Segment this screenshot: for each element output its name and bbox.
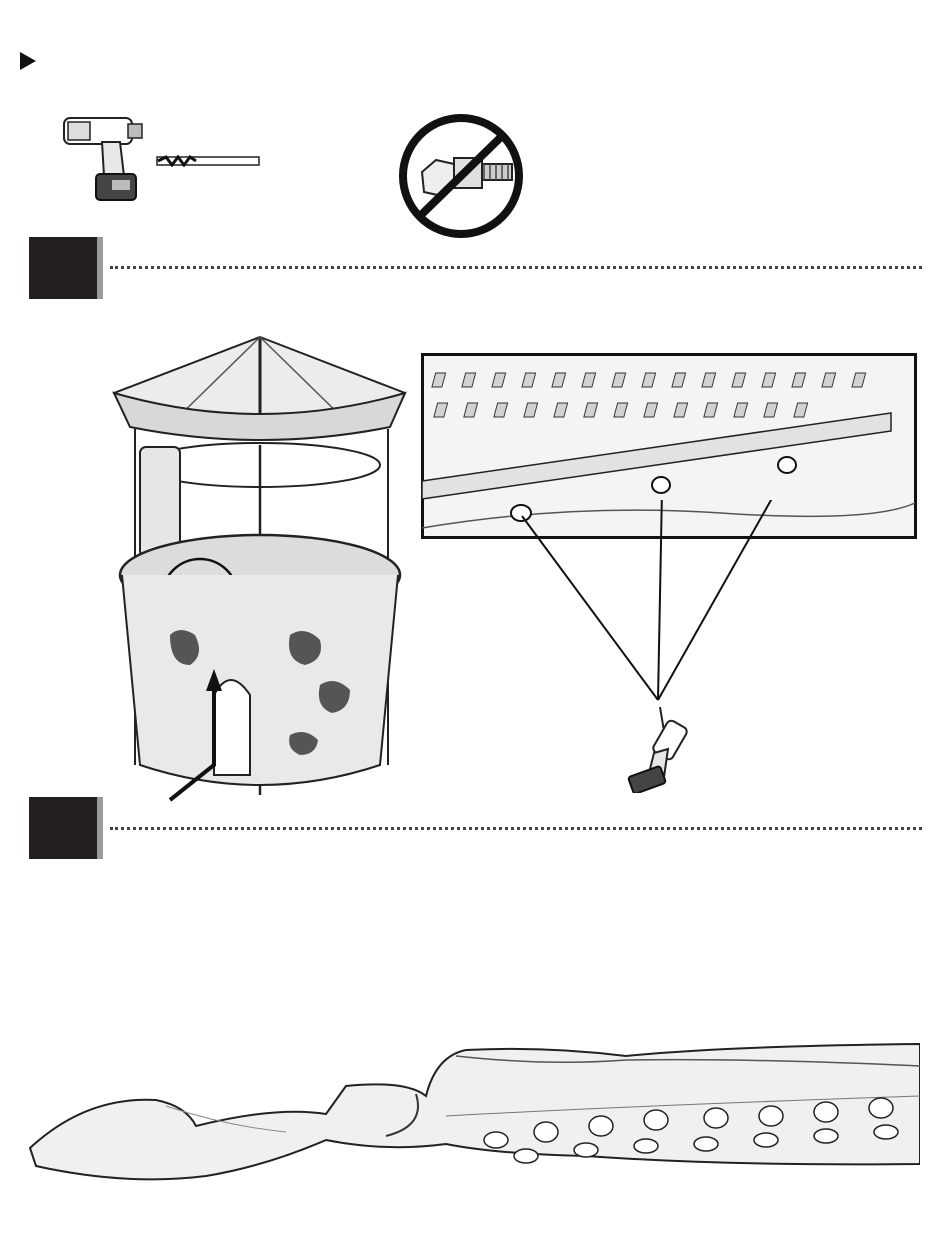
- wavy-slide-illustration: [26, 1036, 920, 1186]
- section-arrow-icon: [20, 52, 36, 70]
- power-drill-icon: [624, 705, 696, 793]
- no-nut-and-bolt-icon: [396, 112, 526, 240]
- step-divider: [110, 266, 922, 269]
- step-number-box: [29, 797, 97, 859]
- power-drill-icon: [62, 112, 152, 204]
- step-number-box: [29, 237, 97, 299]
- playhouse-tower-illustration: [110, 335, 410, 805]
- step-divider: [110, 827, 922, 830]
- callout-lines: [500, 500, 820, 720]
- drill-bit-icon: [156, 155, 262, 167]
